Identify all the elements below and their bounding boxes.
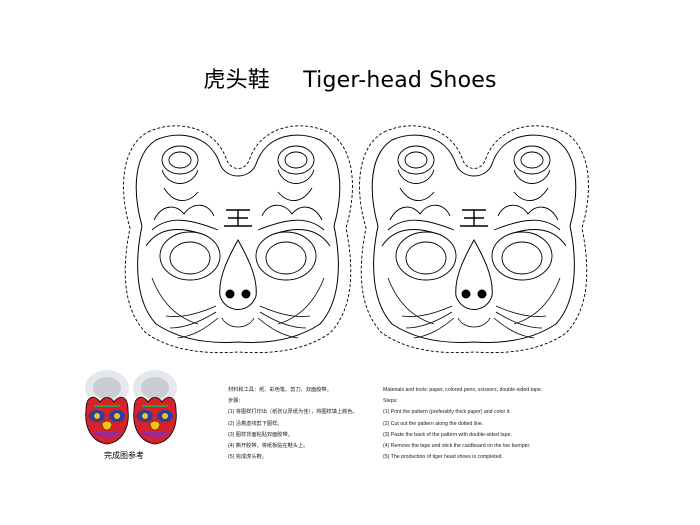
page-title: 虎头鞋 Tiger-head Shoes <box>0 62 700 94</box>
title-chinese: 虎头鞋 <box>203 68 270 93</box>
materials-line: 材料和工具：纸、彩色笔、剪刀、双面胶带。 <box>228 387 332 393</box>
step-item: (5) 完成虎头鞋。 <box>228 454 267 461</box>
step-item: (5) The production of tiger head shoes i… <box>383 454 503 461</box>
steps-label: 步骤： <box>228 398 244 405</box>
instructions-chinese: 材料和工具：纸、彩色笔、剪刀、双面胶带。 步骤： (1) 将图样打印出（纸张以厚… <box>228 385 358 463</box>
step-item: (2) Cut out the pattern along the dotted… <box>383 420 484 427</box>
finished-shoes-preview <box>85 369 178 445</box>
materials-line: Materials and tools: paper, colored pens… <box>383 387 543 393</box>
step-item: (4) Remove the tape and stick the cardbo… <box>383 442 531 449</box>
step-item: (1) 将图样打印出（纸张以厚纸为佳），将图样填上颜色。 <box>228 409 358 416</box>
title-english: Tiger-head Shoes <box>303 68 497 93</box>
preview-caption: 完成图参考 <box>104 451 144 460</box>
step-item: (3) 图样背面粘贴双面胶带。 <box>228 431 293 438</box>
step-item: (4) 撕开胶带，将纸板贴在鞋头上。 <box>228 442 309 449</box>
step-item: (1) Print the pattern (preferably thick … <box>383 409 511 416</box>
step-item: (2) 沿着虚线剪下图样。 <box>228 420 283 427</box>
step-item: (3) Paste the back of the pattern with d… <box>383 431 512 438</box>
instructions-english: Materials and tools: paper, colored pens… <box>383 385 542 463</box>
tiger-pattern-right <box>358 125 590 354</box>
tiger-pattern-left <box>122 125 354 354</box>
steps-label: Steps: <box>383 398 398 405</box>
